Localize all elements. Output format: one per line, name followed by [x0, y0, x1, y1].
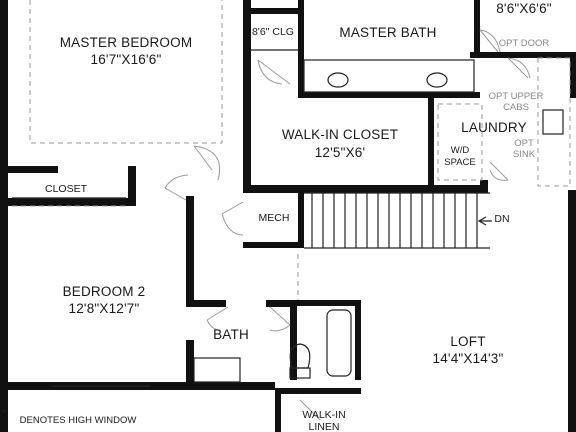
bedroom2-dims: 12'8"X12'7": [69, 301, 140, 316]
loft-name: LOFT: [450, 334, 485, 349]
high-window-star: *: [1, 406, 7, 421]
down-arrow-icon: [477, 216, 492, 226]
opt-sink-label-1: OPT: [514, 138, 534, 149]
walk-in-linen-label-1: WALK-IN: [302, 409, 345, 421]
clg-label: 8'6" CLG: [252, 26, 294, 38]
top-right-room-dims: 8'6"X6'6": [496, 1, 552, 16]
stair-down-label: DN: [494, 213, 509, 225]
opt-sink-label-2: SINK: [513, 149, 536, 160]
master-bath-name: MASTER BATH: [339, 25, 436, 40]
wd-space-label-2: SPACE: [444, 157, 476, 168]
high-window-note: DENOTES HIGH WINDOW: [20, 415, 137, 426]
walk-in-closet-name: WALK-IN CLOSET: [282, 127, 398, 142]
closet-label: CLOSET: [45, 183, 88, 195]
walk-in-linen-label-2: LINEN: [309, 421, 340, 432]
mech-label: MECH: [259, 212, 290, 224]
opt-door-label: OPT DOOR: [499, 38, 550, 49]
laundry-name: LAUNDRY: [461, 120, 527, 135]
staircase: [304, 192, 492, 249]
fixtures: [12, 0, 571, 387]
room-labels: MASTER BEDROOM 16'7"X16'6" 8'6" CLG MAST…: [1, 1, 552, 432]
bath-name: BATH: [213, 327, 249, 342]
loft-dims: 14'4"X14'3": [433, 351, 504, 366]
wd-space-label-1: W/D: [451, 145, 470, 156]
bedroom2-name: BEDROOM 2: [63, 284, 146, 299]
walk-in-closet-dims: 12'5"X6': [315, 145, 366, 160]
master-bedroom-name: MASTER BEDROOM: [60, 35, 193, 50]
door-swings: [164, 29, 531, 421]
opt-upper-cabs-label-2: CABS: [503, 102, 529, 113]
master-bedroom-dims: 16'7"X16'6": [91, 52, 162, 67]
opt-upper-cabs-label-1: OPT UPPER: [489, 91, 544, 102]
